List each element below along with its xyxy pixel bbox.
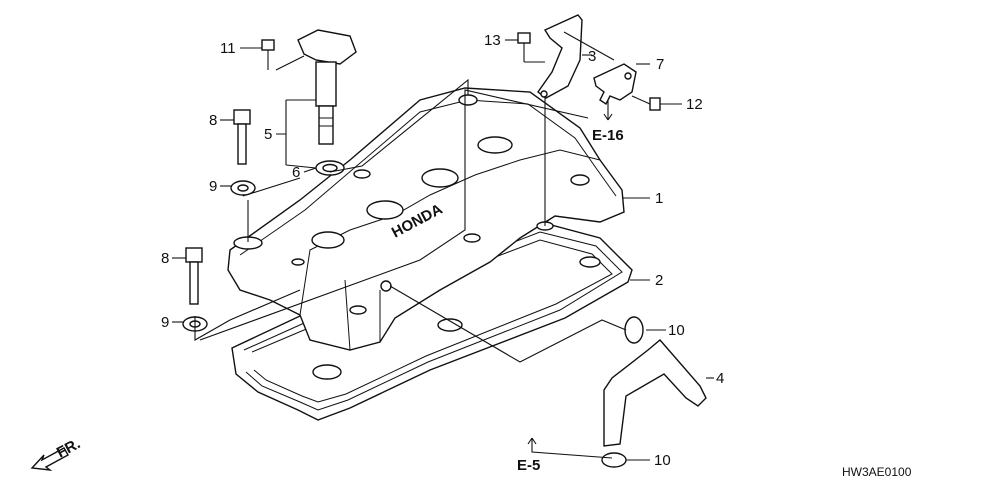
leader-lines	[172, 31, 714, 461]
harness-bracket	[537, 14, 583, 99]
hose-clamp-upper	[624, 316, 644, 344]
callout-1: 1	[655, 190, 663, 207]
washer-9-upper	[230, 180, 256, 196]
hose-clamp-lower	[601, 452, 627, 468]
callout-8-lower: 8	[161, 250, 169, 267]
callout-9-lower: 9	[161, 314, 169, 331]
ref-e16: E-16	[592, 127, 624, 144]
callout-6: 6	[292, 164, 300, 181]
diagram-code: HW3AE0100	[842, 465, 912, 479]
callout-10-upper: 10	[668, 322, 685, 339]
callout-3: 3	[588, 48, 596, 65]
cylinder-head-cover: HONDA	[227, 87, 625, 351]
ignition-coil	[297, 29, 357, 145]
callout-7: 7	[656, 56, 664, 73]
bolt-8-upper	[233, 109, 251, 165]
callout-10-lower: 10	[654, 452, 671, 469]
callout-11: 11	[220, 40, 236, 57]
callout-4: 4	[716, 370, 724, 387]
plug-hole-seal	[315, 160, 345, 176]
cam-position-sensor	[593, 63, 637, 106]
callout-2: 2	[655, 272, 663, 289]
breather-hose	[603, 339, 707, 447]
callout-8-upper: 8	[209, 112, 217, 129]
bolt-8-lower	[185, 247, 203, 305]
callout-12: 12	[686, 96, 703, 113]
callout-9-upper: 9	[209, 178, 217, 195]
ref-e5: E-5	[517, 457, 540, 474]
bolt-12	[631, 95, 661, 111]
callout-5: 5	[264, 126, 272, 143]
callout-13: 13	[484, 32, 501, 49]
front-arrow: FR.	[30, 435, 83, 471]
bolt-13	[517, 32, 531, 62]
bolt-11	[261, 39, 275, 70]
